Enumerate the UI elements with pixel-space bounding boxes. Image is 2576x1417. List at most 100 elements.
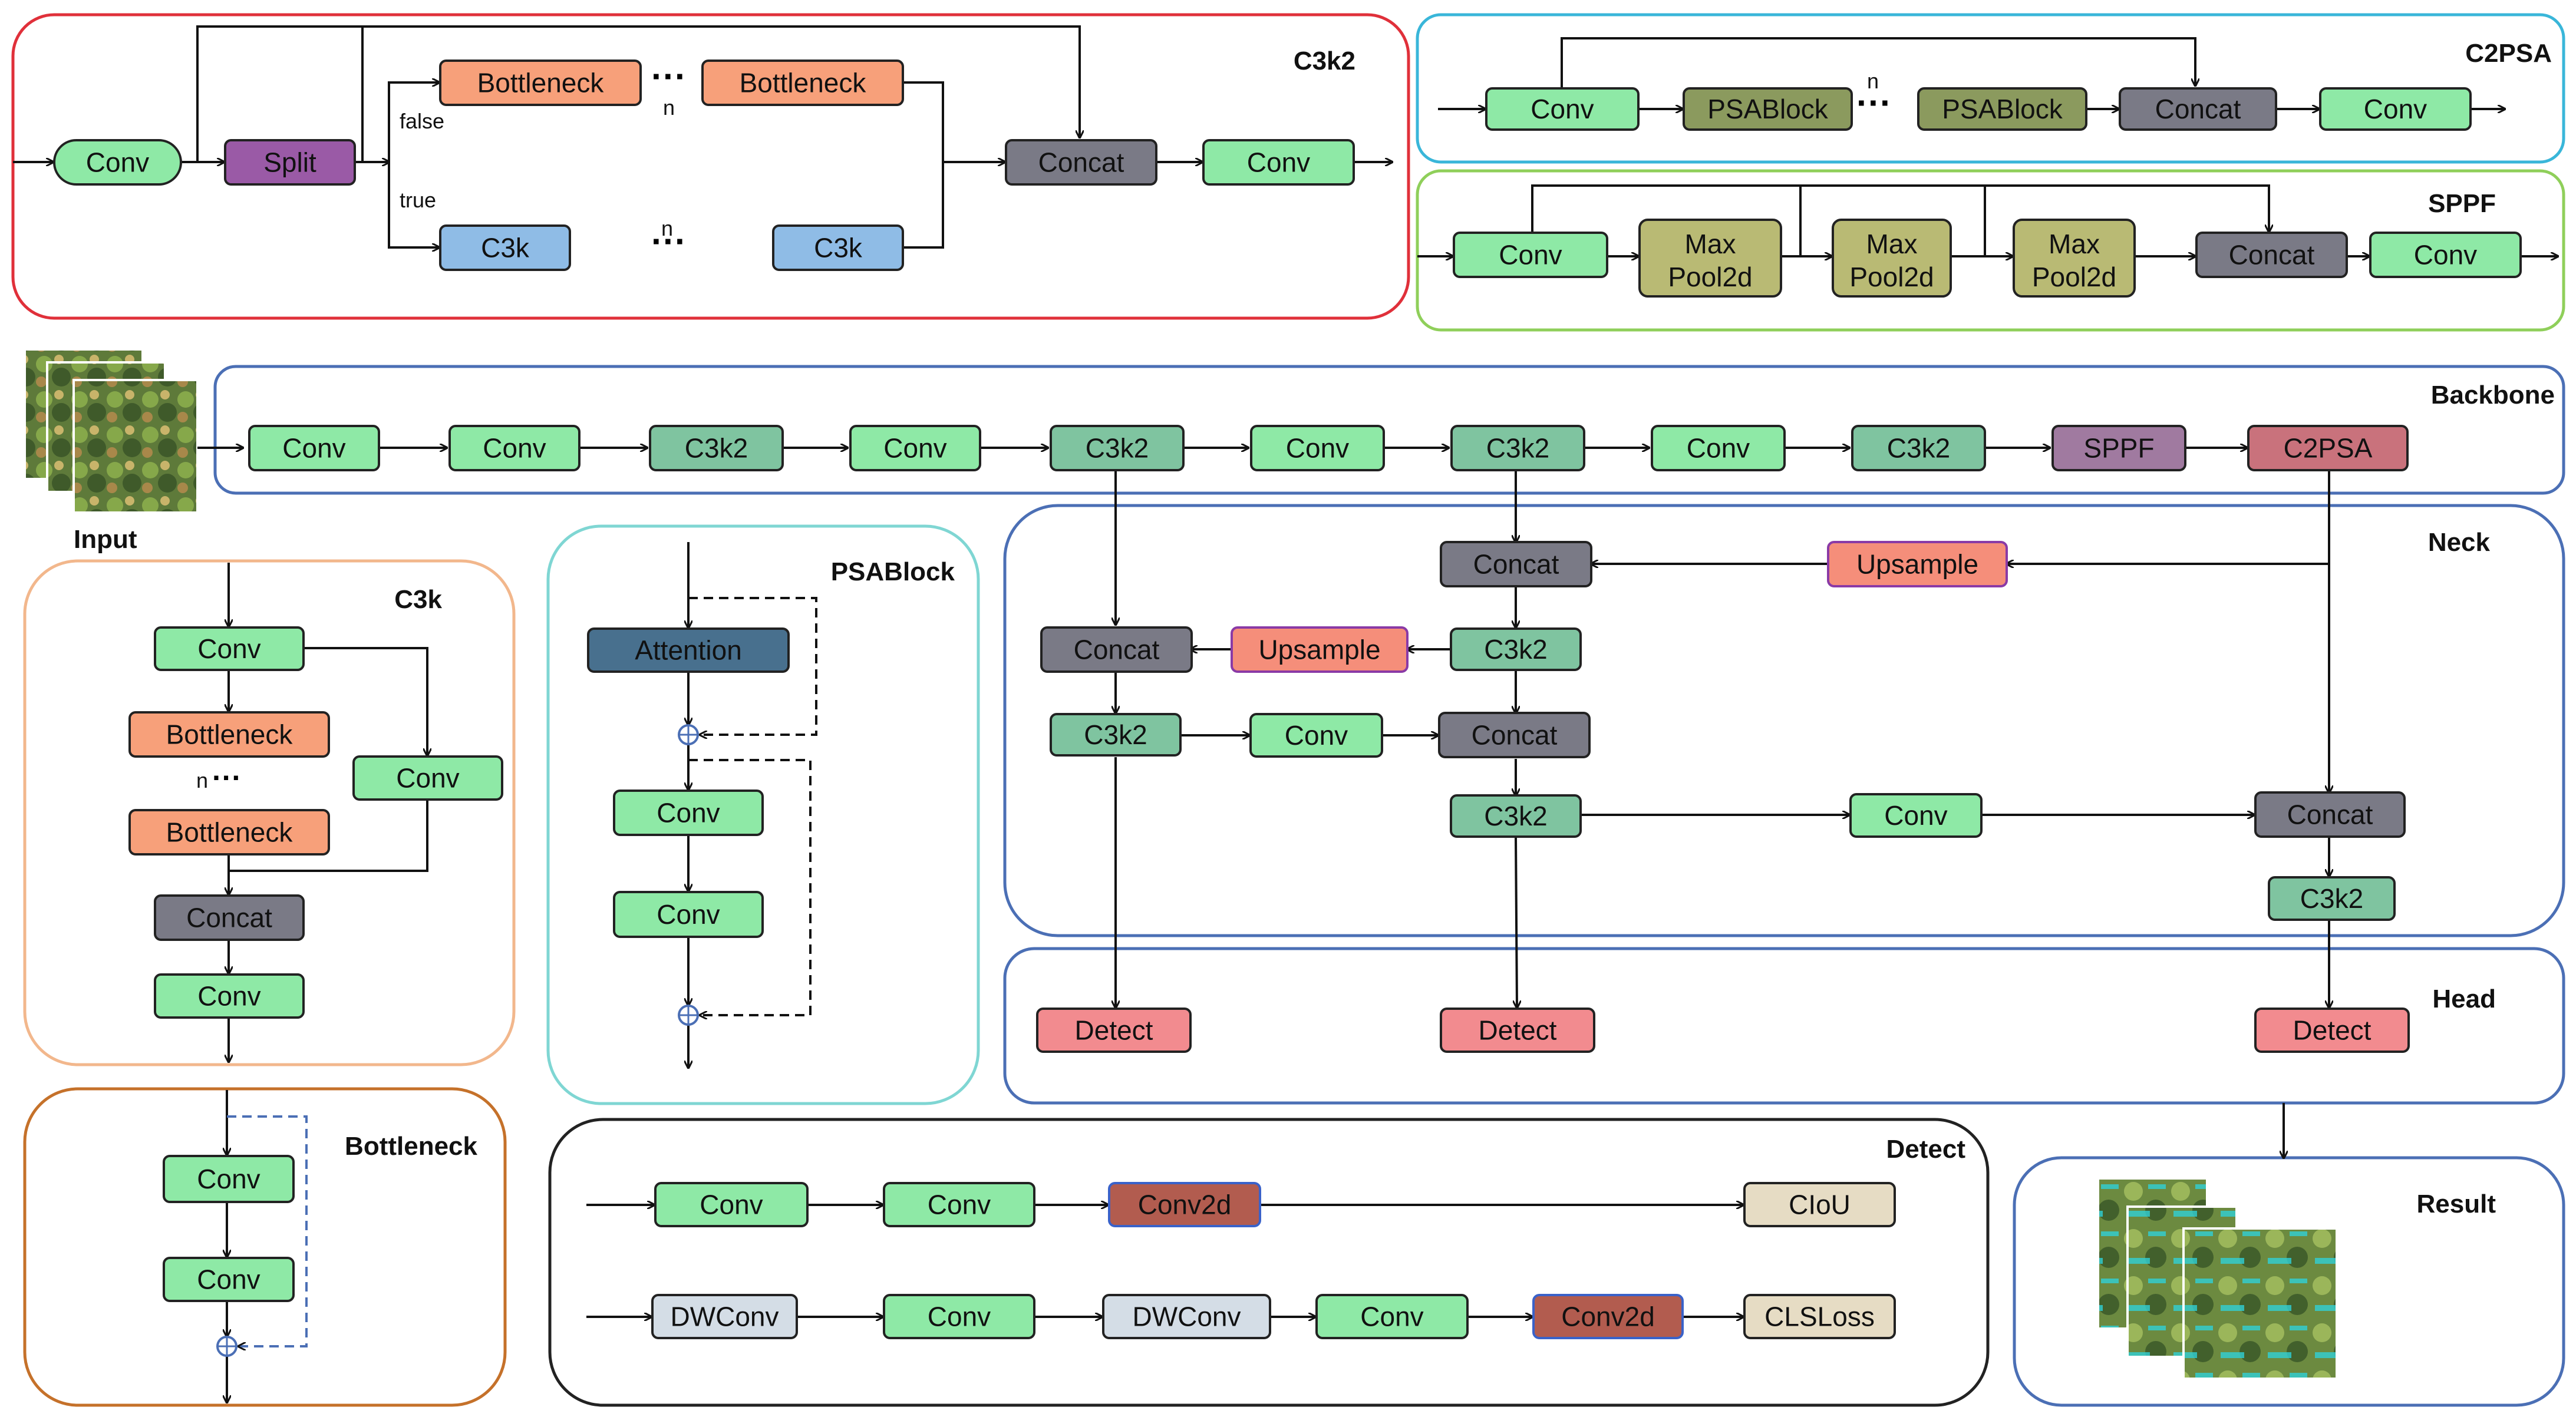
detect-row2-dwconv-a: DWConv xyxy=(651,1294,798,1339)
sppf-conv-in: Conv xyxy=(1453,232,1608,278)
sppf-maxpool-3-label-top: Max xyxy=(2049,229,2100,259)
sppf-concat-label: Concat xyxy=(2229,240,2315,270)
neck-upsample-1: Upsample xyxy=(1827,541,2008,587)
neck-c3k2-3-label: C3k2 xyxy=(1484,801,1547,831)
c3k2-bottleneck-b-label: Bottleneck xyxy=(740,68,867,98)
panel-title-result: Result xyxy=(2417,1190,2496,1218)
panel-title-neck: Neck xyxy=(2428,528,2491,557)
c3k2-conv-out-label: Conv xyxy=(1247,147,1310,178)
backbone-node-3-c3k2-label: C3k2 xyxy=(685,433,748,464)
result-image-stack xyxy=(2097,1177,2338,1380)
detect-row1-conv2d: Conv2d xyxy=(1108,1182,1261,1227)
backbone-node-10-sppf: SPPF xyxy=(2051,425,2186,471)
neck-concat-2-label: Concat xyxy=(1074,635,1160,665)
detect-row1-ciou-label: CIoU xyxy=(1789,1190,1851,1220)
neck-c3k2-4-label: C3k2 xyxy=(2300,883,2363,914)
backbone-node-6-conv-label: Conv xyxy=(1286,433,1349,464)
dots-psablock: ··· xyxy=(1856,83,1892,123)
label-n-psablock: n xyxy=(1867,69,1879,93)
panel-title-c3k2: C3k2 xyxy=(1294,47,1355,75)
c3k2-concat-label: Concat xyxy=(1038,147,1124,178)
neck-c3k2-2-label: C3k2 xyxy=(1084,719,1147,750)
neck-conv-1: Conv xyxy=(1249,713,1383,758)
label-n-c3k: n xyxy=(661,216,673,240)
neck-concat-1: Concat xyxy=(1440,541,1592,587)
neck-c3k2-2: C3k2 xyxy=(1050,713,1182,757)
psablock-conv-b: Conv xyxy=(613,891,764,938)
c2psa-psablock-a: PSABlock xyxy=(1683,87,1853,131)
psablock-attention-label: Attention xyxy=(635,635,742,666)
c3k2-conv-in-label: Conv xyxy=(86,147,149,178)
neck-upsample-2-label: Upsample xyxy=(1258,635,1380,665)
c3k2-bottleneck-a: Bottleneck xyxy=(439,60,642,106)
c2psa-psablock-a-label: PSABlock xyxy=(1707,94,1829,124)
neck-concat-3-label: Concat xyxy=(1472,720,1558,751)
detect-row2-conv-b: Conv xyxy=(1315,1294,1469,1339)
head-detect-3: Detect xyxy=(2254,1008,2410,1053)
detect-row1-conv-a: Conv xyxy=(654,1182,809,1227)
backbone-node-9-c3k2-label: C3k2 xyxy=(1887,433,1950,464)
c3k2-split-label: Split xyxy=(263,147,316,178)
neck-upsample-2: Upsample xyxy=(1231,626,1409,673)
bottleneck-residual xyxy=(227,1115,308,1346)
c3k-bottleneck-a-label: Bottleneck xyxy=(166,719,293,750)
dots-c3k: ··· xyxy=(651,222,687,261)
head-detect-1: Detect xyxy=(1036,1008,1192,1053)
c2psa-conv-in-label: Conv xyxy=(1531,94,1594,124)
backbone-node-7-c3k2: C3k2 xyxy=(1450,425,1585,471)
neck-conv-2: Conv xyxy=(1849,793,1983,838)
neck-c3k2-1: C3k2 xyxy=(1450,627,1582,671)
c3k2-split: Split xyxy=(224,139,356,186)
dots-bottleneck: ··· xyxy=(651,57,687,96)
backbone-node-5-c3k2-label: C3k2 xyxy=(1086,433,1149,464)
psablock-attention: Attention xyxy=(587,627,790,673)
detect-row2-dwconv-b-label: DWConv xyxy=(1132,1302,1241,1332)
backbone-node-8-conv-label: Conv xyxy=(1687,433,1750,464)
head-detect-3-label: Detect xyxy=(2293,1015,2371,1046)
panel-title-bottleneck: Bottleneck xyxy=(345,1132,477,1161)
label-true: true xyxy=(400,188,436,212)
label-n-c3k-block: n xyxy=(196,768,208,792)
panel-title-psablock: PSABlock xyxy=(831,557,955,586)
detect-row2-clsloss-label: CLSLoss xyxy=(1764,1302,1875,1332)
panel-bottleneck: Bottleneck xyxy=(23,1087,507,1407)
neck-c3k2-1-label: C3k2 xyxy=(1484,634,1547,665)
neck-c3k2-3: C3k2 xyxy=(1450,794,1582,838)
backbone-node-3-c3k2: C3k2 xyxy=(649,425,784,471)
detect-row1-conv-a-label: Conv xyxy=(700,1190,763,1220)
panel-c3k: C3k xyxy=(23,559,516,1066)
panel-title-c2psa: C2PSA xyxy=(2465,39,2552,68)
neck-concat-1-label: Concat xyxy=(1473,549,1559,580)
panel-neck: Neck xyxy=(1003,504,2565,937)
head-detect-2: Detect xyxy=(1440,1008,1595,1053)
c3k2-bottleneck-a-label: Bottleneck xyxy=(477,68,605,98)
c3k-conv-in: Conv xyxy=(154,626,305,671)
panel-result: Result xyxy=(2013,1156,2565,1407)
backbone-node-9-c3k2: C3k2 xyxy=(1851,425,1986,471)
backbone-node-1-conv-label: Conv xyxy=(282,433,345,464)
backbone-node-6-conv: Conv xyxy=(1250,425,1385,471)
c3k-concat-label: Concat xyxy=(186,903,272,933)
sppf-maxpool-2-label-bottom: Pool2d xyxy=(1849,262,1934,292)
detect-row2-conv-a: Conv xyxy=(883,1294,1035,1339)
psablock-conv-b-label: Conv xyxy=(657,899,720,930)
sppf-conv-out-label: Conv xyxy=(2414,240,2477,270)
add-icon-psablock-2 xyxy=(678,1005,699,1026)
c3k-concat: Concat xyxy=(154,894,305,941)
neck-c3k2-4: C3k2 xyxy=(2268,876,2396,921)
panel-detect: Detect xyxy=(548,1118,1990,1407)
sppf-maxpool-2-label-top: Max xyxy=(1866,229,1918,259)
c3k2-c3k-a: C3k xyxy=(439,224,571,271)
c3k2-c3k-a-label: C3k xyxy=(481,233,530,263)
bottleneck-conv-a-label: Conv xyxy=(197,1164,260,1194)
sppf-conv-out: Conv xyxy=(2369,232,2522,278)
c3k2-c3k-b-label: C3k xyxy=(814,233,863,263)
c3k-conv-side-label: Conv xyxy=(396,763,459,794)
c3k2-conv-in: Conv xyxy=(53,139,182,186)
detect-row2-conv-a-label: Conv xyxy=(928,1302,991,1332)
head-detect-2-label: Detect xyxy=(1479,1015,1557,1046)
c2psa-conv-out: Conv xyxy=(2319,87,2472,131)
